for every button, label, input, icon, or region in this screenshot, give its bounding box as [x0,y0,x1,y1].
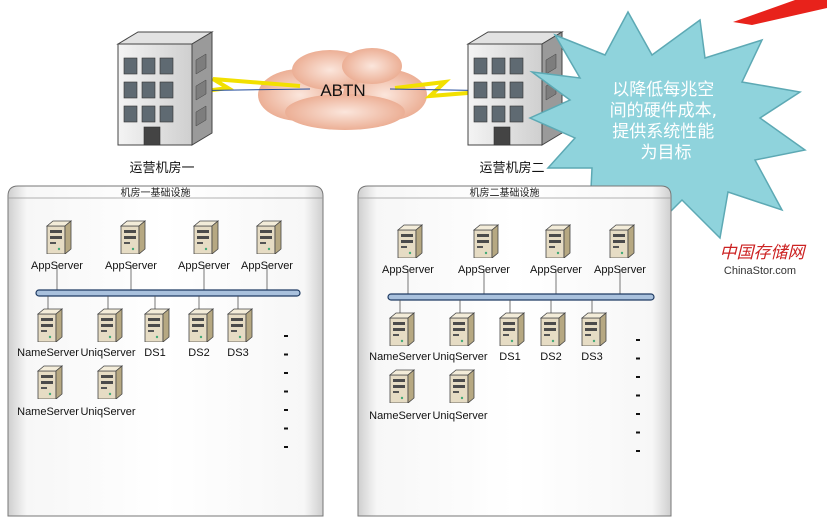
server-icon [37,365,63,399]
app-server-icon [120,220,146,254]
callout-line-4: 为目标 [641,143,692,163]
app-server-label: AppServer [178,260,230,272]
server-label: DS3 [227,347,248,359]
infrastructure-panel-site-b: 机房二基础设施 AppServer AppServer AppServer AppSer… [357,185,672,517]
app-server-icon [46,220,72,254]
ellipsis-dash [284,353,288,356]
network-bus [35,289,301,297]
callout-line-3: 提供系统性能 [612,122,714,142]
server-label: UniqServer [432,410,487,422]
server-label: DS3 [581,351,602,363]
server-icon [144,308,170,342]
cloud [258,48,427,130]
app-server-label: AppServer [105,260,157,272]
watermark-domain: ChinaStor.com [724,265,796,277]
server-icon [449,312,475,346]
panel-frame [7,185,324,517]
site-b-label: 运营机房二 [479,160,544,176]
server-icon [540,312,566,346]
ellipsis-dash [284,335,288,337]
app-server-icon [545,224,571,258]
server-label: DS2 [540,351,561,363]
server-icon [499,312,525,346]
ellipsis-dash [284,446,288,448]
ellipsis-dash [636,413,640,415]
server-icon [37,308,63,342]
app-server-label: AppServer [382,264,434,276]
ellipsis-dash [284,427,288,430]
server-icon [227,308,253,342]
app-server-label: AppServer [241,260,293,272]
app-server-icon [193,220,219,254]
panel-frame [357,185,672,517]
watermark-logo-text: 中国存储网 [720,243,807,263]
server-label: NameServer [17,406,79,418]
server-icon [188,308,214,342]
server-label: DS2 [188,347,209,359]
red-flag-icon [733,0,827,25]
app-server-label: AppServer [530,264,582,276]
building-icon-site-b [467,31,563,146]
infrastructure-panel-site-a: 机房一基础设施 AppServer AppServer AppServer AppSer… [7,185,324,517]
app-server-icon [256,220,282,254]
server-label: NameServer [369,351,431,363]
server-icon [97,308,123,342]
server-label: DS1 [499,351,520,363]
app-server-label: AppServer [594,264,646,276]
callout-line-1: 以降低每兆空 [612,80,714,100]
app-server-icon [609,224,635,258]
ellipsis-dash [636,357,640,360]
building-icon-site-a [117,31,213,146]
server-icon [449,369,475,403]
ellipsis-dash [636,376,640,378]
server-icon [389,312,415,346]
ellipsis-dash [284,372,288,374]
server-icon [389,369,415,403]
server-label: UniqServer [80,406,135,418]
ellipsis-dash [284,390,288,393]
ellipsis-dash [284,409,288,411]
app-server-label: AppServer [458,264,510,276]
callout-starburst [528,10,807,240]
server-icon [97,365,123,399]
app-server-icon [397,224,423,258]
server-label: UniqServer [80,347,135,359]
ellipsis-dash [636,394,640,397]
cloud-label: ABTN [320,81,365,100]
site-a-label: 运营机房一 [129,160,194,176]
ellipsis-dash [636,431,640,434]
panel-title: 机房一基础设施 [121,186,191,199]
ellipsis-dash [636,339,640,341]
network-bus [387,293,655,301]
callout-text: 以降低每兆空 间的硬件成本, 提供系统性能 为目标 [610,80,723,163]
app-server-label: AppServer [31,260,83,272]
server-label: NameServer [369,410,431,422]
callout-line-2: 间的硬件成本, [610,101,717,121]
server-label: UniqServer [432,351,487,363]
server-icon [581,312,607,346]
ellipsis-dash [636,450,640,452]
server-label: NameServer [17,347,79,359]
server-label: DS1 [144,347,165,359]
panel-title: 机房二基础设施 [470,186,540,199]
app-server-icon [473,224,499,258]
